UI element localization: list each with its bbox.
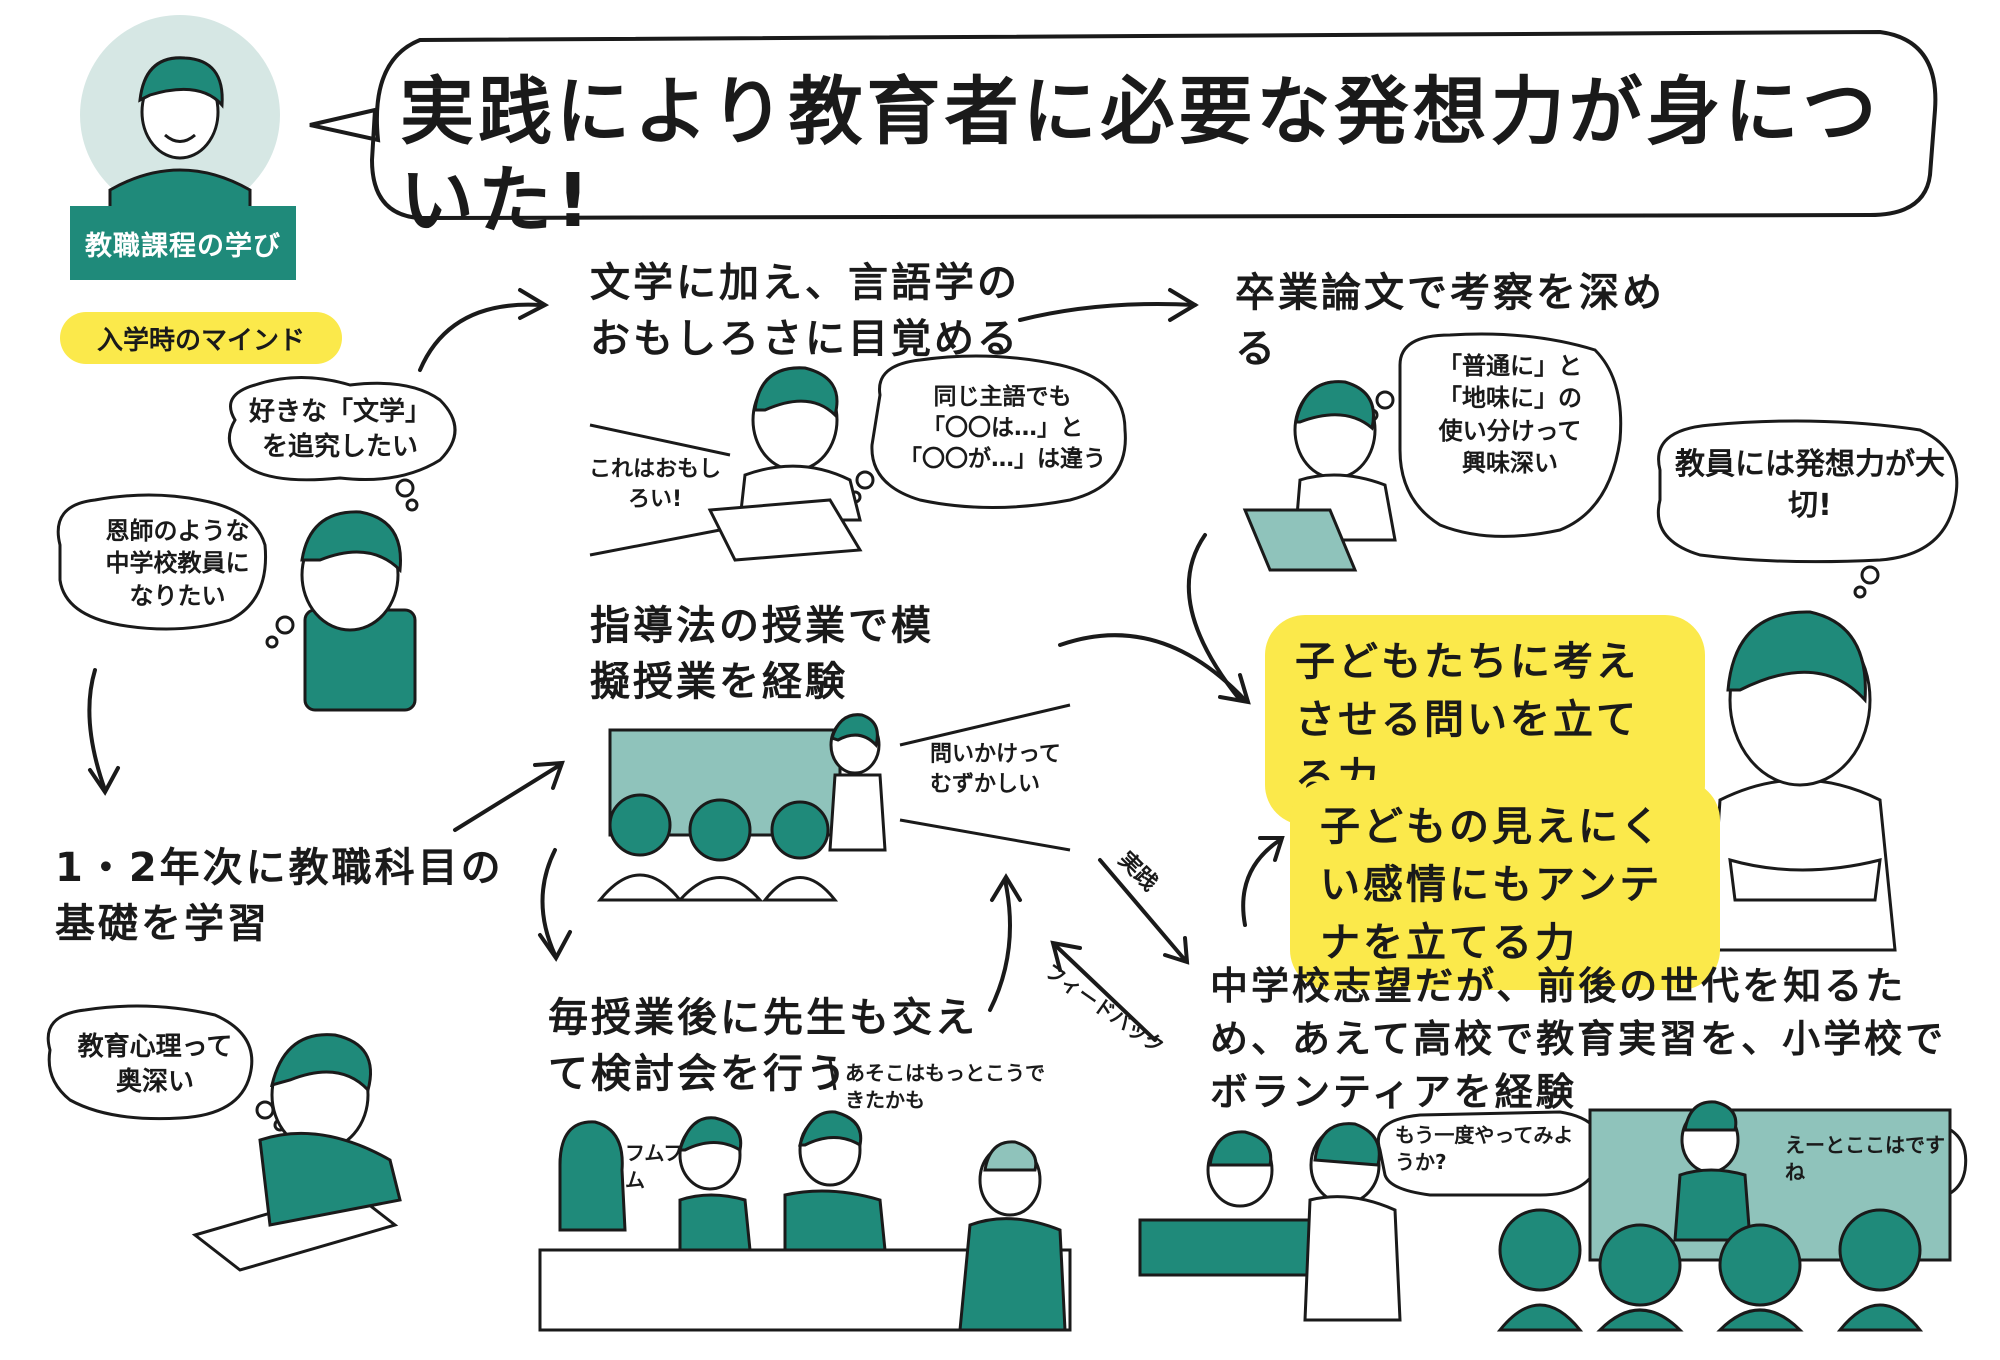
review-meeting-scene bbox=[538, 1110, 1072, 1332]
bubble-here: えーとここはですね bbox=[1785, 1133, 1945, 1184]
arrow-practice bbox=[1098, 858, 1187, 962]
skill-highlight-2: 子どもの見えにくい感情にもアンテナを立てる力 bbox=[1290, 780, 1720, 990]
bubble-subject-line-2: 「〇〇は…」と bbox=[922, 415, 1083, 442]
arrow-up-practicum bbox=[1241, 838, 1282, 927]
student-laptop-figure bbox=[1242, 380, 1397, 572]
step-basics: 1・2年次に教職科目の基礎を学習 bbox=[55, 845, 504, 947]
thought-bubble-teacher bbox=[56, 493, 268, 631]
method-class-text: 指導法の授業で模擬授業を経験 bbox=[590, 603, 934, 705]
linguistics-text: 文学に加え、言語学のおもしろさに目覚める bbox=[590, 260, 1020, 362]
bubble-subject-line-3: 「〇〇が…」は違う bbox=[899, 446, 1106, 473]
page-title: 実践により教育者に必要な発想力が身についた! bbox=[400, 69, 1881, 244]
thought-bubble-psych bbox=[46, 1004, 254, 1121]
bubble-words-line-1: 「普通に」と bbox=[1438, 352, 1582, 380]
arrow-up-feedback bbox=[988, 878, 1012, 1012]
review-text: 毎授業後に先生も交えて検討会を行う bbox=[548, 995, 978, 1097]
thought-bubble-idea bbox=[1656, 419, 1959, 564]
student-figure-1 bbox=[300, 510, 417, 712]
note-questions: 問いかけってむずかしい bbox=[930, 742, 1061, 797]
blackboard-scene bbox=[596, 713, 887, 902]
narrator-avatar bbox=[80, 15, 280, 215]
thought-teacher: 恩師のような中学校教員になりたい bbox=[105, 517, 250, 610]
thought-bubble-literature bbox=[227, 376, 457, 482]
bubble-idea: 教員には発想力が大切! bbox=[1675, 447, 1945, 523]
thought-psych: 教育心理って奥深い bbox=[77, 1032, 233, 1098]
mind-tag: 入学時のマインド bbox=[60, 312, 342, 364]
bubble-words-line-4: 興味深い bbox=[1462, 449, 1558, 478]
arrow-feedback bbox=[1053, 943, 1157, 1042]
thought-bubble-words bbox=[1398, 332, 1623, 538]
course-badge-label: 教職課程の学び bbox=[85, 230, 281, 262]
bubble-subject: 同じ主語でも 「〇〇は…」と 「〇〇が…」は違う bbox=[885, 382, 1120, 475]
arrow-down-left bbox=[87, 668, 107, 792]
practicum-text: 中学校志望だが、前後の世代を知るため、あえて高校で教育実習を、小学校でボランティ… bbox=[1210, 964, 1947, 1115]
bubble-words-line-3: 使い分けって bbox=[1438, 416, 1582, 445]
student-figure-2 bbox=[191, 1033, 402, 1272]
bubble-words-line-2: 「地味に」の bbox=[1438, 384, 1582, 413]
arrow-to-thesis bbox=[1018, 302, 1197, 322]
student-figure-3 bbox=[707, 366, 863, 562]
thought-bubble-subject bbox=[870, 354, 1127, 509]
bubble-words: 「普通に」と 「地味に」の 使い分けって 興味深い bbox=[1405, 350, 1615, 480]
thesis-text: 卒業論文で考察を深める bbox=[1235, 270, 1665, 372]
note-interesting: これはおもしろい! bbox=[588, 457, 721, 512]
bubble-subject-line-1: 同じ主語でも bbox=[933, 384, 1072, 410]
thought-literature: 好きな「文学」を追究したい bbox=[248, 397, 431, 463]
course-badge: 教職課程の学び bbox=[70, 206, 296, 280]
note-review: あそこはもっとこうできたかも bbox=[845, 1061, 1045, 1112]
mind-tag-label: 入学時のマインド bbox=[96, 325, 305, 356]
arrow-to-review bbox=[540, 848, 557, 957]
arrow-to-linguistics bbox=[418, 302, 542, 372]
confident-figure bbox=[1708, 610, 1897, 952]
arrow-to-method bbox=[453, 763, 562, 832]
practicum-scene bbox=[1138, 1100, 1952, 1332]
fumufumu-label: フムフム bbox=[625, 1141, 684, 1192]
bubble-retry: もう一度やってみようか? bbox=[1395, 1123, 1574, 1174]
arrow-thesis-to-skill bbox=[1186, 533, 1242, 702]
title-bubble bbox=[309, 29, 1938, 221]
